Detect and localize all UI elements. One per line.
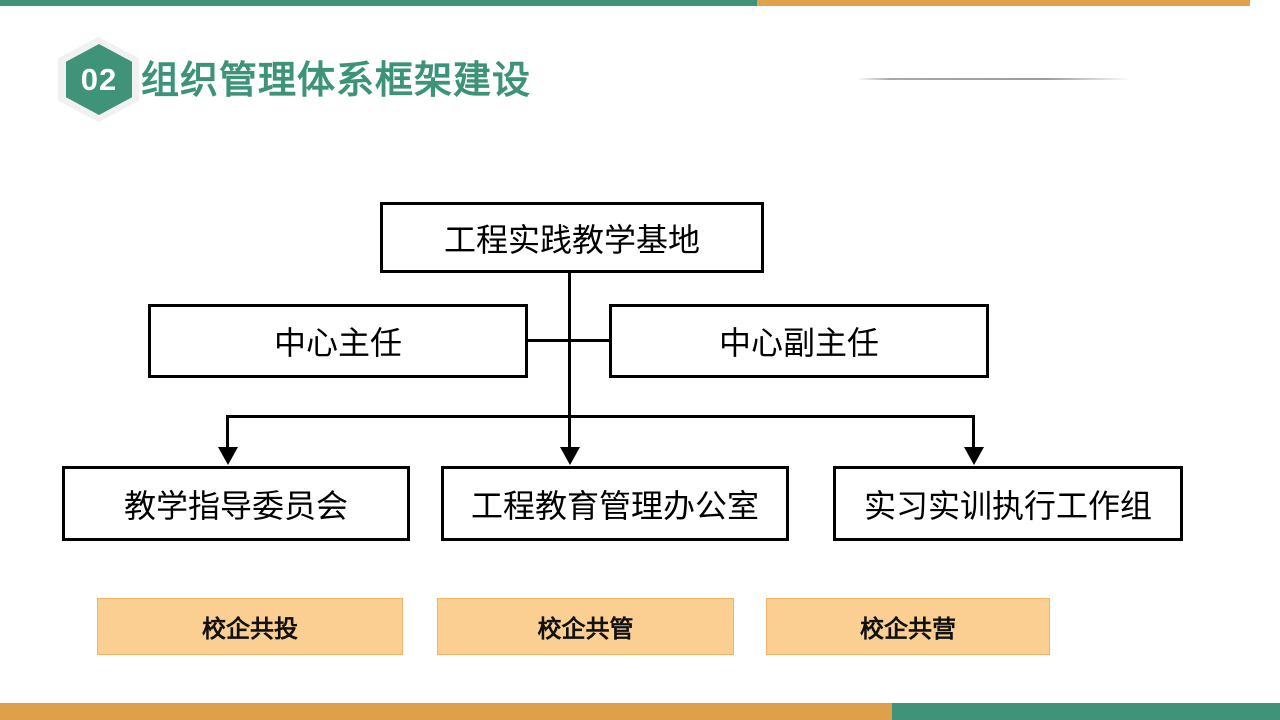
org-box-management-office-label: 工程教育管理办公室 <box>470 487 759 524</box>
tag-school-enterprise-manage-label: 校企共管 <box>537 616 634 643</box>
org-box-center-director-label: 中心主任 <box>273 325 402 361</box>
org-box-training-workgroup-label: 实习实训执行工作组 <box>863 487 1152 524</box>
tag-school-enterprise-invest: 校企共投 <box>97 598 403 655</box>
org-box-root-label: 工程实践教学基地 <box>443 221 700 258</box>
connector-drop-right <box>972 415 975 448</box>
top-bar-right-accent <box>757 0 1250 6</box>
bottom-bar-left-accent <box>0 703 892 720</box>
bottom-bar-right-accent <box>892 703 1280 720</box>
tag-school-enterprise-invest-label: 校企共投 <box>202 616 298 643</box>
tag-school-enterprise-operate: 校企共营 <box>766 598 1050 655</box>
arrowhead-right-icon <box>964 447 984 465</box>
org-box-root: 工程实践教学基地 <box>380 202 764 273</box>
org-box-center-director: 中心主任 <box>148 304 528 378</box>
org-box-teaching-committee: 教学指导委员会 <box>62 466 410 541</box>
connector-vertical-main <box>568 271 571 448</box>
org-box-management-office: 工程教育管理办公室 <box>441 466 789 541</box>
slide-title: 组织管理体系框架建设 <box>141 60 532 102</box>
connector-horizontal-distribution <box>226 415 975 418</box>
top-bar-left-accent <box>0 0 757 6</box>
org-box-training-workgroup: 实习实训执行工作组 <box>833 466 1183 541</box>
header-divider-line <box>858 78 1128 80</box>
tag-school-enterprise-manage: 校企共管 <box>437 598 734 655</box>
arrowhead-left-icon <box>218 447 238 465</box>
org-box-teaching-committee-label: 教学指导委员会 <box>123 487 348 524</box>
org-box-deputy-director: 中心副主任 <box>609 304 989 378</box>
connector-drop-left <box>226 415 229 448</box>
arrowhead-middle-icon <box>560 447 580 465</box>
connector-horizontal-level2 <box>527 339 612 342</box>
slide-number: 02 <box>80 61 118 97</box>
org-box-deputy-director-label: 中心副主任 <box>718 325 879 361</box>
tag-school-enterprise-operate-label: 校企共营 <box>860 616 956 643</box>
